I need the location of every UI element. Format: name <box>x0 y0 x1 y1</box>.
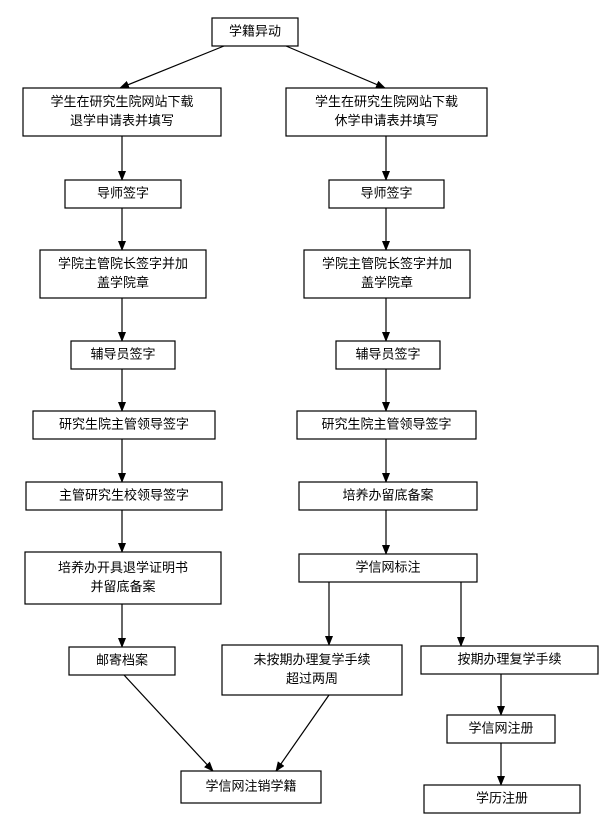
node-s2: 导师签字 <box>328 179 445 209</box>
edges-layer <box>118 45 505 786</box>
node-label-line: 退学申请表并填写 <box>70 113 174 129</box>
node-start: 学籍异动 <box>211 17 299 47</box>
node-label-line: 学历注册 <box>476 791 528 807</box>
node-s4: 辅导员签字 <box>335 340 441 370</box>
node-label-line: 学院主管院长签字并加 <box>58 256 188 272</box>
node-label-line: 学籍异动 <box>229 24 281 40</box>
edge-start-to-w1 <box>119 45 225 89</box>
nodes-layer: 学籍异动学生在研究生院网站下载退学申请表并填写导师签字学院主管院长签字并加盖学院… <box>22 17 599 814</box>
node-label-line: 主管研究生校领导签字 <box>59 488 189 504</box>
node-box <box>32 410 216 440</box>
node-label-line: 培养办留底备案 <box>342 488 433 504</box>
node-box <box>22 87 222 137</box>
node-label-line: 导师签字 <box>360 186 412 202</box>
node-box <box>68 646 176 676</box>
node-label-line: 学院主管院长签字并加 <box>322 256 452 272</box>
node-box <box>64 179 182 209</box>
node-label-line: 邮寄档案 <box>96 653 148 669</box>
node-box <box>446 714 556 744</box>
node-label-line: 学信网注册 <box>468 721 533 737</box>
node-s6: 培养办留底备案 <box>298 481 478 511</box>
node-label-line: 研究生院主管领导签字 <box>321 417 451 433</box>
node-label-line: 超过两周 <box>286 672 338 687</box>
node-box <box>335 340 441 370</box>
node-reg: 学信网注册 <box>446 714 556 744</box>
node-edu: 学历注册 <box>423 784 581 814</box>
edge-late-to-end-cancel <box>275 694 330 772</box>
node-box <box>420 645 599 675</box>
node-label-line: 学信网注销学籍 <box>205 779 296 795</box>
node-box <box>25 481 223 511</box>
node-label-line: 研究生院主管领导签字 <box>59 417 189 433</box>
node-label-line: 辅导员签字 <box>355 347 420 363</box>
node-label-line: 盖学院章 <box>97 275 149 291</box>
node-box <box>70 340 176 370</box>
node-ontime: 按期办理复学手续 <box>420 645 599 675</box>
node-w6: 主管研究生校领导签字 <box>25 481 223 511</box>
node-box <box>180 770 322 804</box>
node-label-line: 学生在研究生院网站下载 <box>50 94 193 110</box>
node-label-line: 辅导员签字 <box>90 347 155 363</box>
node-w5: 研究生院主管领导签字 <box>32 410 216 440</box>
node-label-line: 按期办理复学手续 <box>457 652 561 668</box>
node-box <box>296 410 477 440</box>
node-w8: 邮寄档案 <box>68 646 176 676</box>
node-box <box>285 87 488 137</box>
node-s5: 研究生院主管领导签字 <box>296 410 477 440</box>
node-label-line: 休学申请表并填写 <box>334 113 438 129</box>
node-label-line: 盖学院章 <box>361 275 413 291</box>
node-box <box>298 553 478 583</box>
node-box <box>211 17 299 47</box>
node-box <box>24 551 222 605</box>
node-box <box>328 179 445 209</box>
node-s7: 学信网标注 <box>298 553 478 583</box>
node-box <box>221 644 403 696</box>
node-box <box>303 249 471 299</box>
node-label-line: 导师签字 <box>97 186 149 202</box>
edge-w8-to-end-cancel <box>123 674 214 772</box>
node-w4: 辅导员签字 <box>70 340 176 370</box>
node-label-line: 培养办开具退学证明书 <box>58 560 188 576</box>
node-end-cancel: 学信网注销学籍 <box>180 770 322 804</box>
node-label-line: 未按期办理复学手续 <box>253 652 370 668</box>
edge-start-to-s1 <box>285 45 386 89</box>
node-label-line: 并留底备案 <box>90 579 155 595</box>
node-label-line: 学信网标注 <box>355 560 420 576</box>
node-box <box>423 784 581 814</box>
node-label-line: 学生在研究生院网站下载 <box>315 94 458 110</box>
node-box <box>39 249 207 299</box>
node-w2: 导师签字 <box>64 179 182 209</box>
node-box <box>298 481 478 511</box>
